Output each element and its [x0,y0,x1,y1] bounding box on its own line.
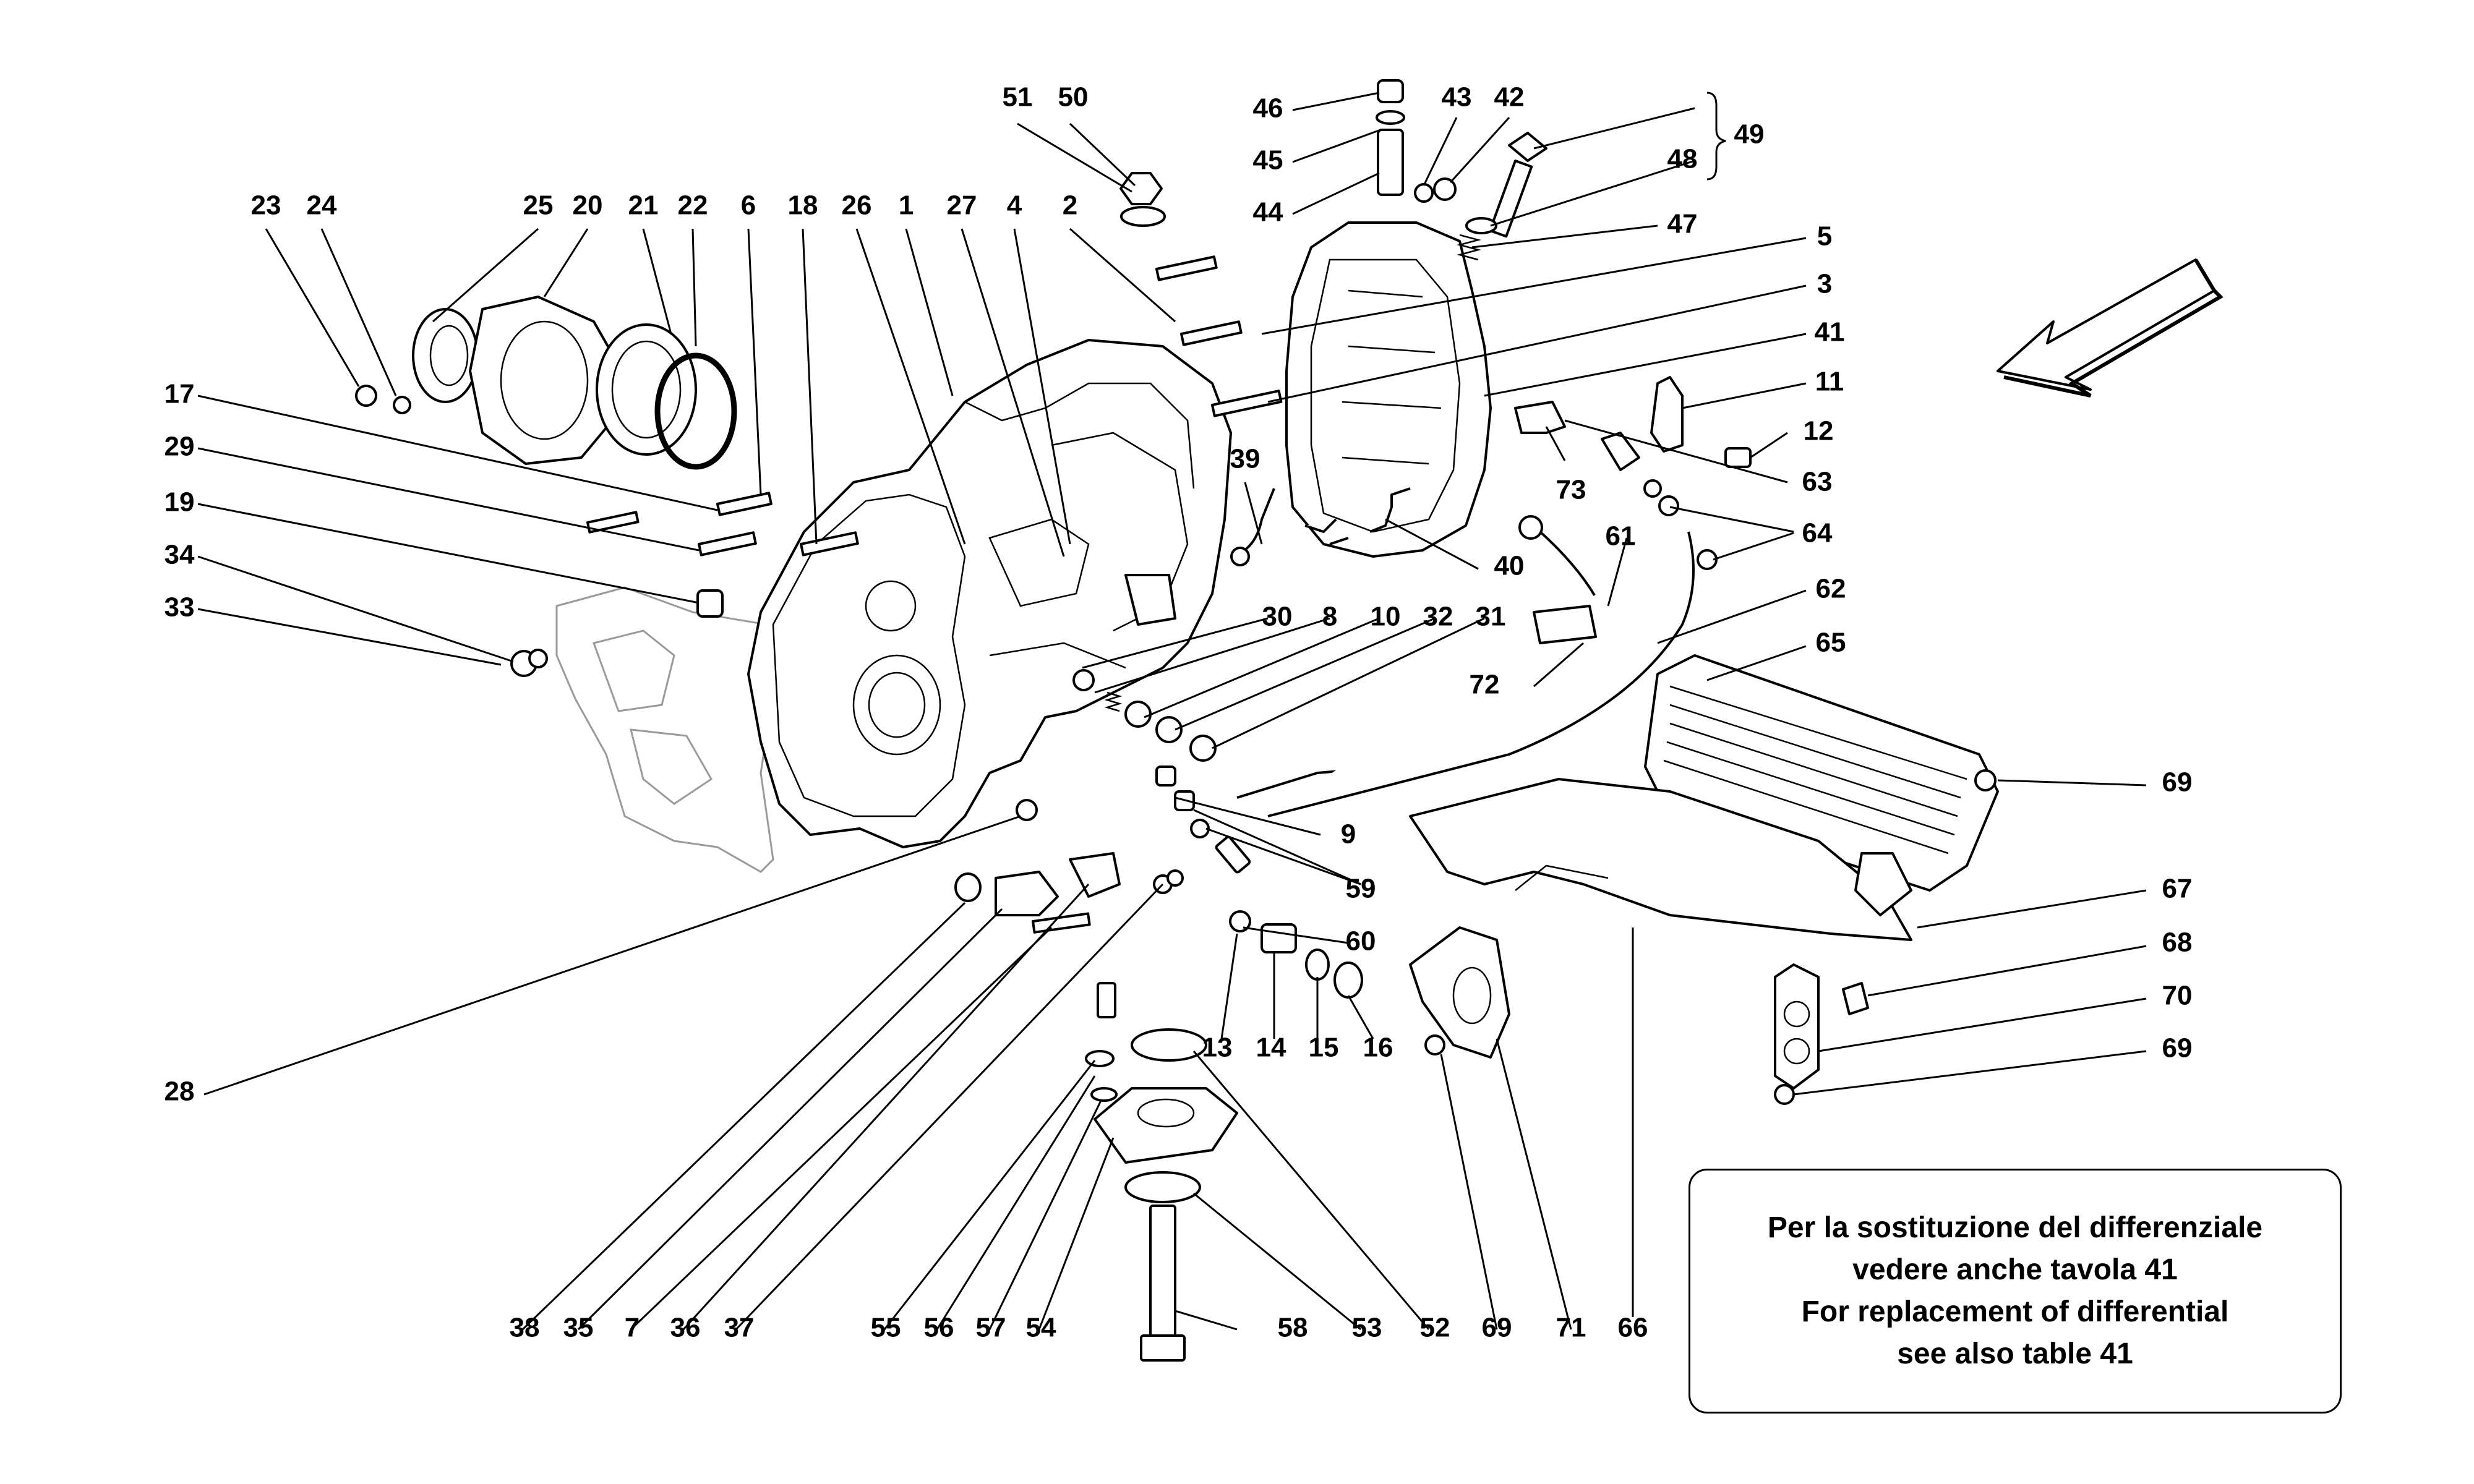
callout-39: 39 [1230,444,1261,474]
brace-49 [1706,92,1726,181]
callout-labels: 23 24 25 20 21 22 6 18 26 1 27 4 2 51 50… [165,82,2193,1343]
callout-4: 4 [1007,190,1022,221]
note-line-3: For replacement of differential [1801,1295,2229,1328]
callout-62: 62 [1816,574,1846,604]
callout-65: 65 [1816,628,1846,658]
callout-59: 59 [1346,874,1376,904]
callout-40: 40 [1494,551,1525,581]
callout-19: 19 [165,487,195,518]
callout-43: 43 [1442,82,1472,113]
callout-61: 61 [1606,521,1636,552]
note-line-4: see also table 41 [1897,1337,2133,1370]
callout-23: 23 [251,190,281,221]
callout-13: 13 [1202,1033,1233,1063]
callout-12: 12 [1804,416,1834,446]
callout-27: 27 [947,190,977,221]
callout-16: 16 [1363,1033,1393,1063]
callout-70: 70 [2162,981,2193,1011]
callout-55: 55 [871,1313,901,1343]
callout-58: 58 [1278,1313,1308,1343]
callout-32: 32 [1423,602,1453,632]
callout-44: 44 [1253,197,1283,228]
callout-69-right: 69 [2162,767,2193,798]
engine-block-ghost [555,586,774,873]
callout-69-lower: 69 [2162,1033,2193,1064]
callout-14: 14 [1256,1033,1286,1063]
callout-60: 60 [1346,926,1376,957]
callout-73: 73 [1556,475,1586,505]
callout-29: 29 [165,432,195,462]
callout-18: 18 [788,190,818,221]
callout-46: 46 [1253,93,1283,124]
callout-72: 72 [1470,670,1500,700]
callout-11: 11 [1815,367,1844,397]
callout-34: 34 [165,540,195,570]
small-parts [510,79,1752,677]
selector-parts [954,799,1184,934]
callout-45: 45 [1253,145,1283,176]
callout-15: 15 [1309,1033,1339,1063]
note-line-2: vedere anche tavola 41 [1852,1253,2178,1286]
callout-57: 57 [976,1313,1006,1343]
callout-1: 1 [899,190,914,221]
callout-17: 17 [165,379,195,409]
callout-42: 42 [1494,82,1525,113]
callout-49: 49 [1734,119,1765,150]
callout-67: 67 [2162,874,2193,904]
leader-lines [197,92,2147,1331]
callout-56: 56 [924,1313,954,1343]
callout-69-bottom: 69 [1482,1313,1512,1343]
callout-36: 36 [670,1313,701,1343]
callout-24: 24 [307,190,337,221]
gearbox-housing [747,339,1232,848]
callout-47: 47 [1667,209,1698,239]
callout-25: 25 [523,190,554,221]
callout-2: 2 [1063,190,1077,221]
callout-26: 26 [842,190,872,221]
callout-37: 37 [724,1313,755,1343]
oil-cooler [1644,654,1999,892]
direction-arrow-icon [1997,258,2224,398]
mount-group [1085,982,1238,1362]
callout-5: 5 [1817,221,1832,252]
callout-48: 48 [1667,144,1698,174]
replacement-note: Per la sostituzione del differenziale ve… [1689,1169,2342,1414]
callout-33: 33 [165,592,195,623]
callout-22: 22 [678,190,708,221]
brackets [1409,769,1997,1105]
callout-7: 7 [625,1313,640,1343]
callout-50: 50 [1058,82,1089,113]
callout-3: 3 [1817,269,1832,299]
callout-35: 35 [563,1313,594,1343]
callout-71: 71 [1556,1313,1586,1343]
callout-8: 8 [1322,602,1337,632]
callout-64: 64 [1802,518,1833,548]
callout-31: 31 [1476,602,1506,632]
air-deflector [1409,778,1912,941]
callout-10: 10 [1371,602,1401,632]
callout-51: 51 [1003,82,1033,113]
callout-38: 38 [510,1313,540,1343]
callout-30: 30 [1262,602,1293,632]
connector-72 [1533,605,1597,644]
note-line-1: Per la sostituzione del differenziale [1767,1211,2263,1244]
callout-9: 9 [1341,819,1356,850]
callout-54: 54 [1026,1313,1056,1343]
pipes [1230,487,1695,817]
flange-group [355,296,737,470]
callout-41: 41 [1815,317,1845,348]
callout-52: 52 [1420,1313,1450,1343]
callout-28: 28 [165,1077,195,1107]
callout-68: 68 [2162,927,2193,958]
callout-53: 53 [1352,1313,1382,1343]
rear-cover [1285,221,1492,558]
callout-6: 6 [741,190,756,221]
callout-20: 20 [573,190,603,221]
callout-21: 21 [628,190,659,221]
callout-63: 63 [1802,467,1833,497]
callout-66: 66 [1618,1313,1648,1343]
